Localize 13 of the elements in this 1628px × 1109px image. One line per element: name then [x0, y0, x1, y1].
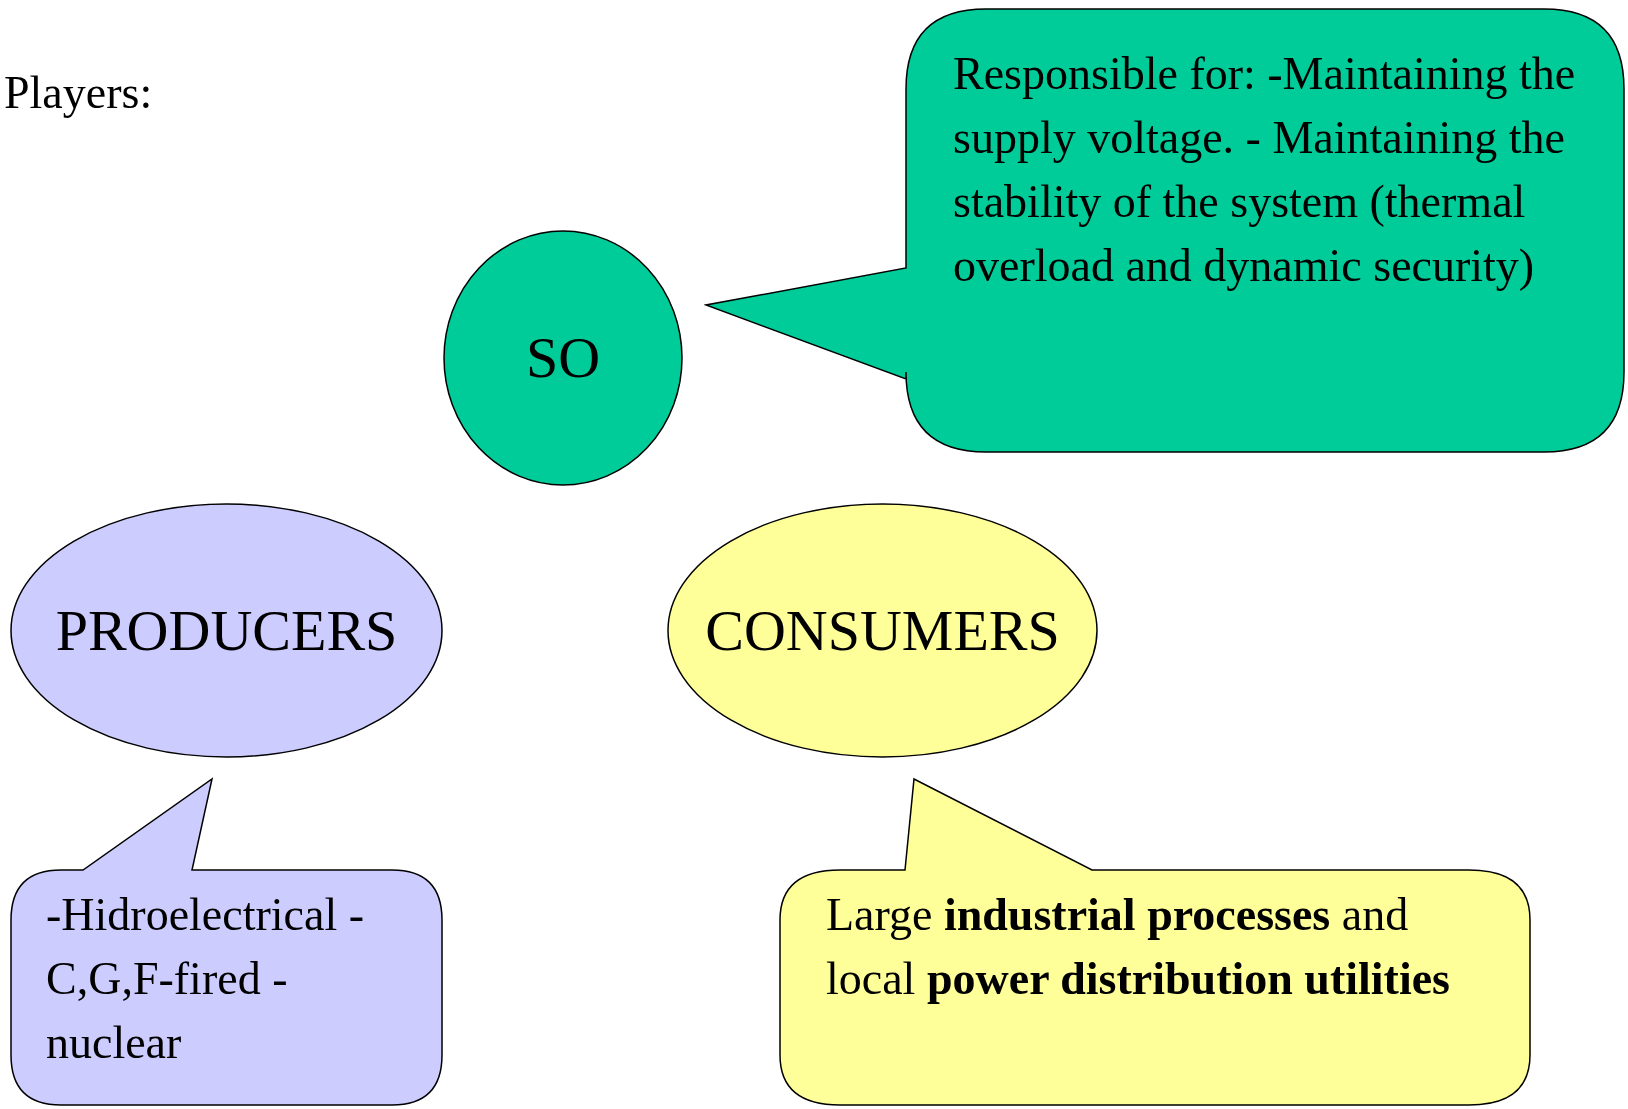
speech-bubble	[779, 777, 1531, 1107]
speech-bubble	[704, 8, 1626, 454]
bubble-text: Responsible for: -Maintaining the supply voltage. - Maintaining the stability of the system (thermal overload and dynamic security)	[953, 47, 1577, 293]
circle-node	[443, 230, 683, 486]
node-label: SO	[525, 329, 601, 387]
speech-bubble	[10, 777, 443, 1107]
ellipse-node	[10, 503, 443, 758]
bubble-text: -Hidroelectrical - C,G,F-fired - nuclear	[46, 888, 365, 1070]
node-label: PRODUCERS	[55, 601, 398, 660]
ellipse-node	[667, 503, 1098, 758]
bubble-text: Large industrial processes and local power distribution utilities	[826, 888, 1451, 1006]
node-label: CONSUMERS	[705, 601, 1060, 660]
title: Players:	[4, 68, 153, 119]
